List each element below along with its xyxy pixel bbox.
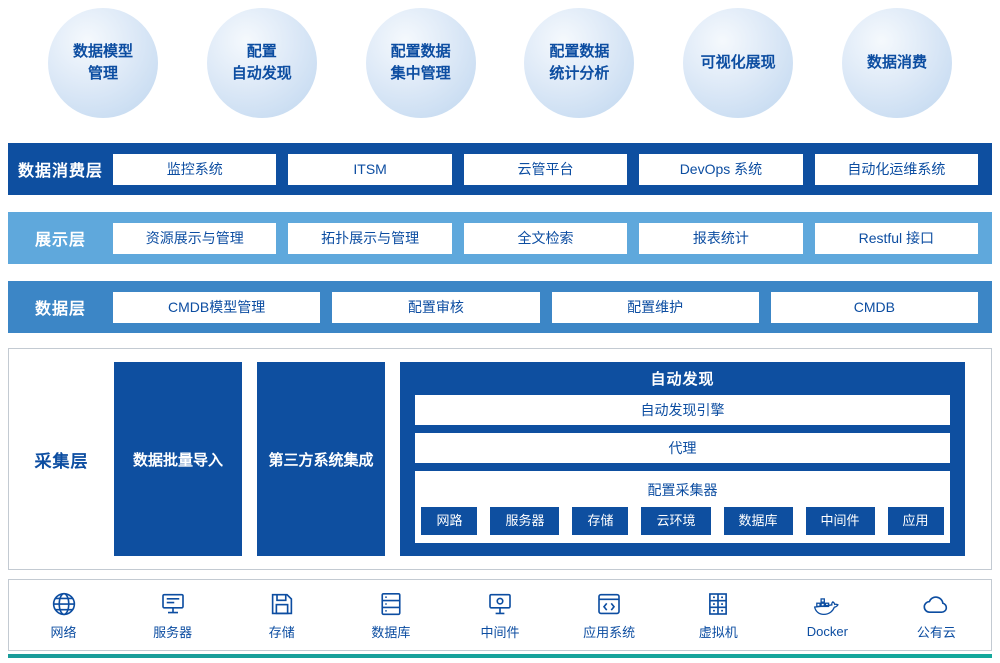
bubble-config-data-analytics: 配置数据统计分析 — [524, 8, 635, 118]
bubble-label: 管理 — [87, 65, 118, 82]
bubble-config-data-centralized: 配置数据集中管理 — [365, 8, 476, 118]
infra-label: 中间件 — [480, 625, 520, 640]
infra-label: 公有云 — [916, 625, 956, 640]
layer-label: 展示层 — [34, 232, 86, 249]
display-item-topology: 拓扑展示与管理 — [288, 222, 452, 254]
layer-label: 数据层 — [34, 301, 86, 318]
auto-discovery-agent: 代理 — [415, 433, 950, 463]
bubble-data-consumption: 数据消费 — [841, 8, 952, 118]
bubble-label: 数据模型 — [72, 43, 133, 61]
bubble-label: 统计分析 — [549, 65, 610, 82]
bubble-label: 可视化展现 — [700, 54, 776, 72]
collector-chip-database: 数据库 — [723, 507, 793, 535]
consumption-item-monitoring: 监控系统 — [113, 153, 277, 185]
infra-item-docker: Docker — [773, 591, 882, 639]
collector-chips: 网路 服务器 存储 云环境 数据库 中间件 应用 — [415, 507, 950, 535]
vm-icon — [703, 589, 733, 619]
bubble-label: 集中管理 — [390, 65, 451, 82]
data-item-cmdb: CMDB — [770, 291, 978, 323]
docker-icon — [812, 591, 842, 621]
infra-label: 虚拟机 — [698, 625, 738, 640]
display-layer-band: 展示层 资源展示与管理 拓扑展示与管理 全文检索 报表统计 Restful 接口 — [8, 212, 992, 264]
collector-chip-cloud-env: 云环境 — [641, 507, 711, 535]
bubble-label: 配置数据 — [390, 43, 451, 61]
collector-chip-application: 应用 — [887, 507, 944, 535]
bubble-label: 配置数据 — [549, 43, 610, 61]
data-consumption-layer-band: 数据消费层 监控系统 ITSM 云管平台 DevOps 系统 自动化运维系统 — [8, 143, 992, 195]
globe-icon — [49, 589, 79, 619]
bottom-accent-line — [8, 654, 992, 658]
layer-items: 监控系统 ITSM 云管平台 DevOps 系统 自动化运维系统 — [113, 153, 979, 185]
consumption-item-itsm: ITSM — [288, 153, 452, 185]
infra-label: 数据库 — [371, 625, 411, 640]
bubble-config-auto-discovery: 配置自动发现 — [206, 8, 317, 118]
layer-label: 采集层 — [34, 451, 89, 471]
auto-discovery-box: 自动发现 自动发现引擎 代理 配置采集器 网路 服务器 存储 云环境 数据库 中… — [400, 362, 965, 556]
collector-chip-middleware: 中间件 — [805, 507, 875, 535]
data-item-cmdb-model: CMDB模型管理 — [113, 291, 321, 323]
consumption-item-devops: DevOps 系统 — [639, 153, 803, 185]
infra-item-network: 网络 — [9, 589, 118, 641]
config-collector-box: 配置采集器 网路 服务器 存储 云环境 数据库 中间件 应用 — [415, 471, 950, 543]
consumption-item-auto-ops: 自动化运维系统 — [814, 153, 979, 185]
database-icon — [376, 589, 406, 619]
batch-import-box: 数据批量导入 — [114, 362, 242, 556]
collector-chip-network: 网路 — [421, 507, 478, 535]
infra-item-app-system: 应用系统 — [555, 589, 664, 641]
cloud-icon — [921, 589, 951, 619]
bubble-label: 配置 — [246, 43, 277, 61]
collector-chip-server: 服务器 — [490, 507, 560, 535]
display-item-report: 报表统计 — [639, 222, 803, 254]
infrastructure-strip: 网络 服务器 存储 数据 — [8, 579, 992, 651]
layer-items: 资源展示与管理 拓扑展示与管理 全文检索 报表统计 Restful 接口 — [113, 222, 979, 254]
server-icon — [158, 589, 188, 619]
config-collector-title: 配置采集器 — [647, 482, 718, 498]
data-item-config-maintain: 配置维护 — [551, 291, 759, 323]
auto-discovery-engine: 自动发现引擎 — [415, 395, 950, 425]
data-layer-band: 数据层 CMDB模型管理 配置审核 配置维护 CMDB — [8, 281, 992, 333]
display-item-resource: 资源展示与管理 — [113, 222, 277, 254]
layer-items: CMDB模型管理 配置审核 配置维护 CMDB — [113, 291, 978, 323]
data-item-config-audit: 配置审核 — [332, 291, 540, 323]
third-party-integration-box: 第三方系统集成 — [257, 362, 385, 556]
bubble-data-model-management: 数据模型管理 — [48, 8, 158, 118]
infra-label: 网络 — [50, 625, 77, 640]
display-item-restful-api: Restful 接口 — [814, 222, 979, 254]
infra-label: 服务器 — [153, 625, 193, 640]
infra-label: 存储 — [268, 625, 295, 640]
infra-item-storage: 存储 — [227, 589, 336, 641]
layer-label: 数据消费层 — [17, 163, 103, 180]
bubble-label: 数据消费 — [866, 54, 927, 72]
bubble-visualization: 可视化展现 — [683, 8, 794, 118]
infra-item-vm: 虚拟机 — [664, 589, 773, 641]
display-item-fulltext-search: 全文检索 — [463, 222, 628, 254]
collection-layer: 采集层 数据批量导入 第三方系统集成 自动发现 自动发现引擎 代理 配置采集器 … — [8, 348, 992, 570]
infra-item-middleware: 中间件 — [445, 589, 554, 641]
storage-icon — [267, 589, 297, 619]
auto-discovery-title: 自动发现 — [650, 371, 715, 388]
infra-label: Docker — [806, 624, 848, 639]
collector-chip-storage: 存储 — [572, 507, 629, 535]
bubble-label: 自动发现 — [231, 65, 292, 82]
infra-item-database: 数据库 — [336, 589, 445, 641]
middleware-icon — [485, 589, 515, 619]
infra-item-public-cloud: 公有云 — [882, 589, 991, 641]
app-system-icon — [594, 589, 624, 619]
feature-bubbles: 数据模型管理 配置自动发现 配置数据集中管理 配置数据统计分析 可视化展现 数据… — [0, 8, 1000, 126]
consumption-item-cloud-mgmt: 云管平台 — [463, 153, 628, 185]
infra-label: 应用系统 — [583, 625, 636, 640]
infra-item-server: 服务器 — [118, 589, 227, 641]
